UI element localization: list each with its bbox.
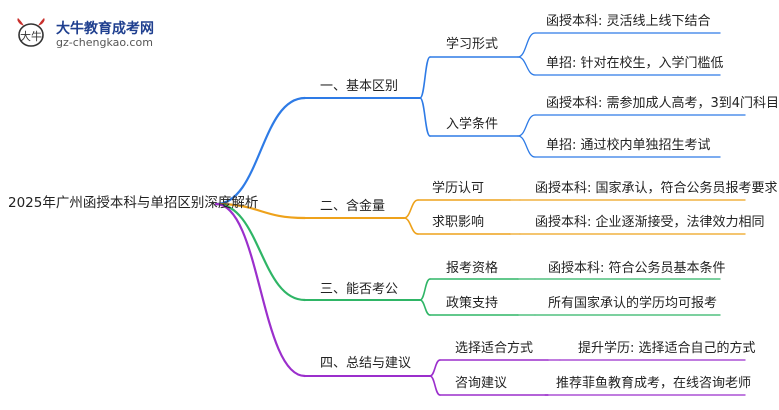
connector-branch-1-sub-2 <box>419 97 431 137</box>
connector-branch-3-sub-1 <box>419 278 431 301</box>
branch-3-label: 三、能否考公 <box>320 282 399 297</box>
leaf-1-2-1: 函授本科: 需参加成人高考，3到4门科目 <box>546 96 779 111</box>
branch-2-label: 二、含金量 <box>320 199 386 214</box>
leaf-1-1-2: 单招: 针对在校生，入学门槛低 <box>546 56 724 71</box>
branch-1-label: 一、基本区别 <box>320 79 399 94</box>
sub-2-2-label: 求职影响 <box>432 215 485 230</box>
connector-root-branch-4 <box>214 202 307 378</box>
connector-branch-3-sub-2 <box>419 299 431 316</box>
leaf-3-2-1: 所有国家承认的学历均可报考 <box>548 296 718 311</box>
logo-url: gz-chengkao.com <box>56 36 153 49</box>
sub-4-1-label: 选择适合方式 <box>455 341 534 356</box>
leaf-4-2-1: 推荐菲鱼教育成考，在线咨询老师 <box>556 376 752 391</box>
leaf-3-1-1: 函授本科: 符合公务员基本条件 <box>548 261 726 276</box>
connector-root-branch-3 <box>214 202 307 302</box>
bull-logo-icon: 大牛 <box>17 18 45 47</box>
mindmap-connectors <box>214 32 746 396</box>
leaf-2-2-1: 函授本科: 企业逐渐接受，法律效力相同 <box>535 215 765 230</box>
connector-sub-1-2-leaf-2 <box>517 135 536 158</box>
leaf-4-1-1: 提升学历: 选择适合自己的方式 <box>578 341 756 356</box>
connector-branch-2-sub-1 <box>403 199 419 219</box>
sub-1-1-label: 学习形式 <box>446 37 499 52</box>
connector-sub-1-1-leaf-1 <box>517 32 536 58</box>
connector-sub-1-2-leaf-1 <box>517 114 536 137</box>
mindmap-canvas: 大牛 大牛教育成考网 gz-chengkao.com 2025年广州函授本科与单… <box>8 14 779 396</box>
sub-4-2-label: 咨询建议 <box>455 376 508 391</box>
sub-2-1-label: 学历认可 <box>432 181 485 196</box>
sub-3-1-label: 报考资格 <box>446 261 499 276</box>
site-logo[interactable]: 大牛 大牛教育成考网 gz-chengkao.com <box>14 14 174 54</box>
sub-3-2-label: 政策支持 <box>446 296 499 311</box>
branch-4-label: 四、总结与建议 <box>320 356 412 371</box>
leaf-2-1-1: 函授本科: 国家承认，符合公务员报考要求 <box>535 181 778 196</box>
connector-branch-4-sub-2 <box>429 375 441 396</box>
connector-branch-2-sub-2 <box>403 217 419 235</box>
sub-1-2-label: 入学条件 <box>446 117 499 132</box>
leaf-1-1-1: 函授本科: 灵活线上线下结合 <box>546 14 711 29</box>
logo-mark-text: 大牛 <box>20 29 42 43</box>
connector-branch-4-sub-1 <box>429 359 441 377</box>
logo-title: 大牛教育成考网 <box>56 21 154 37</box>
connector-root-branch-1 <box>214 96 307 206</box>
connector-sub-1-1-leaf-2 <box>517 56 536 76</box>
connector-root-branch-2 <box>214 202 307 220</box>
leaf-1-2-2: 单招: 通过校内单独招生考试 <box>546 138 711 153</box>
root-topic: 2025年广州函授本科与单招区别深度解析 <box>8 195 259 211</box>
connector-branch-1-sub-1 <box>419 56 431 99</box>
